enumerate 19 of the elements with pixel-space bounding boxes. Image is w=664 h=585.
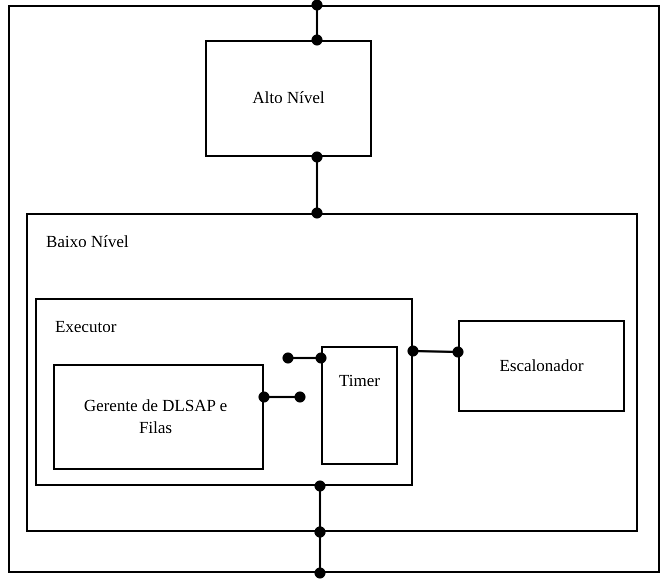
connector — [408, 346, 464, 358]
frame-box — [8, 5, 660, 573]
container-box — [26, 213, 638, 532]
process-box — [321, 346, 398, 465]
box-label: Gerente de DLSAP e Filas — [82, 394, 228, 439]
connector — [312, 152, 322, 218]
box-label: Escalonador — [499, 354, 584, 377]
box-label: Executor — [55, 316, 118, 338]
box-label: Alto Nível — [252, 87, 325, 110]
box-label: Timer — [339, 370, 380, 392]
process-box — [53, 364, 264, 470]
process-box — [458, 320, 625, 412]
connector — [258, 392, 306, 402]
connector — [282, 352, 326, 364]
box-label: Baixo Nível — [46, 231, 130, 253]
connector — [314, 526, 326, 578]
connector — [312, 0, 322, 46]
container-box — [35, 298, 413, 486]
process-box — [205, 40, 372, 157]
